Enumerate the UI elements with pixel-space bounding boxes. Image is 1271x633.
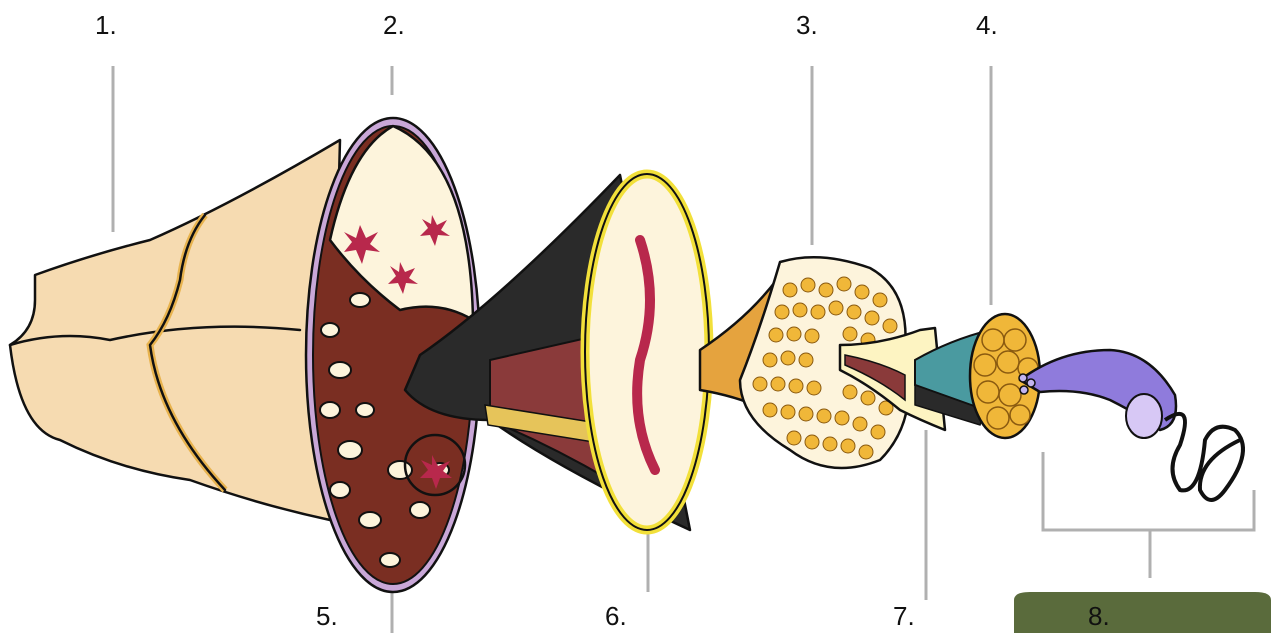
label-6: 6. bbox=[605, 603, 627, 629]
label-2: 2. bbox=[383, 12, 405, 38]
label-1: 1. bbox=[95, 12, 117, 38]
filament-tip bbox=[1126, 394, 1162, 438]
highlight-bar bbox=[1014, 592, 1271, 633]
label-8: 8. bbox=[1088, 603, 1110, 629]
titin-spiral bbox=[1165, 414, 1243, 500]
label-5: 5. bbox=[316, 603, 338, 629]
label-7: 7. bbox=[893, 603, 915, 629]
label-4: 4. bbox=[976, 12, 998, 38]
label-3: 3. bbox=[796, 12, 818, 38]
